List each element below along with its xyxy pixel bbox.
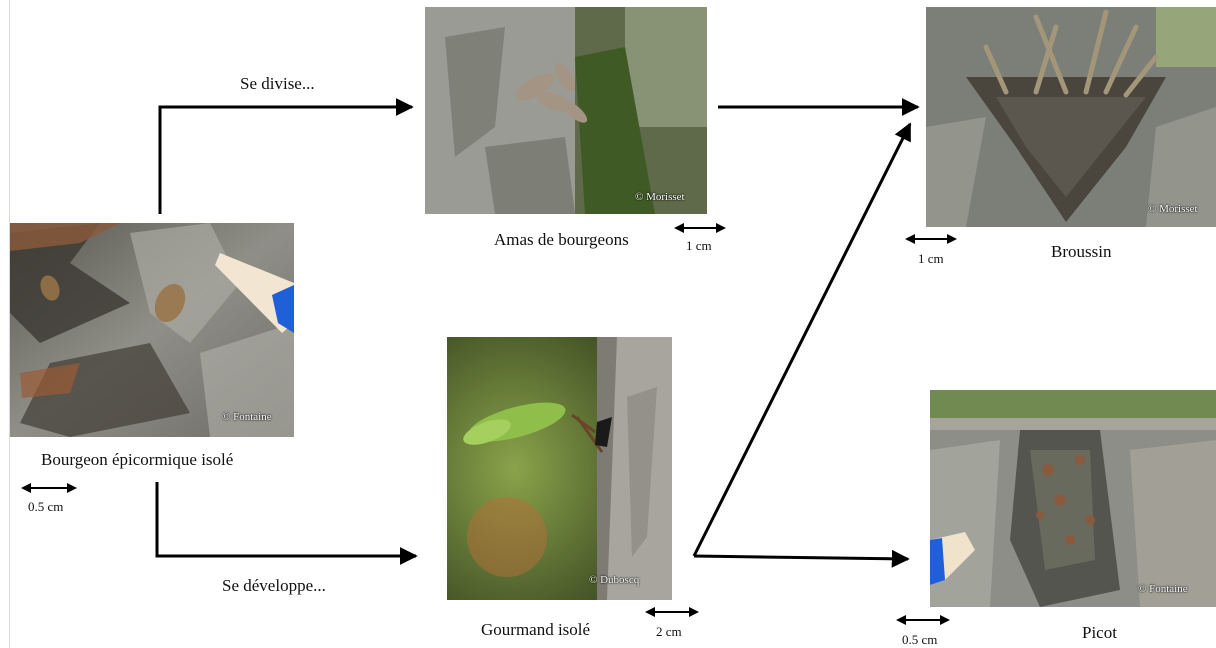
caption-bud-cluster: Amas de bourgeons [494,230,629,250]
caption-burl: Broussin [1051,242,1111,262]
caption-sprout: Gourmand isolé [481,620,590,640]
action-label-divide: Se divise... [240,74,315,94]
arrow-sprout-to-burl [694,124,910,556]
scale-label-burl: 1 cm [918,251,944,267]
scale-label-isolated-bud: 0.5 cm [28,499,63,515]
scale-label-sprout: 2 cm [656,624,682,640]
caption-isolated-bud: Bourgeon épicormique isolé [41,450,233,470]
arrow-divide [160,107,412,214]
action-label-develop: Se développe... [222,576,326,596]
caption-spike: Picot [1082,623,1117,643]
scale-label-bud-cluster: 1 cm [686,238,712,254]
arrow-develop [157,482,416,556]
scale-label-spike: 0.5 cm [902,632,937,648]
arrow-sprout-to-spike [694,556,908,559]
